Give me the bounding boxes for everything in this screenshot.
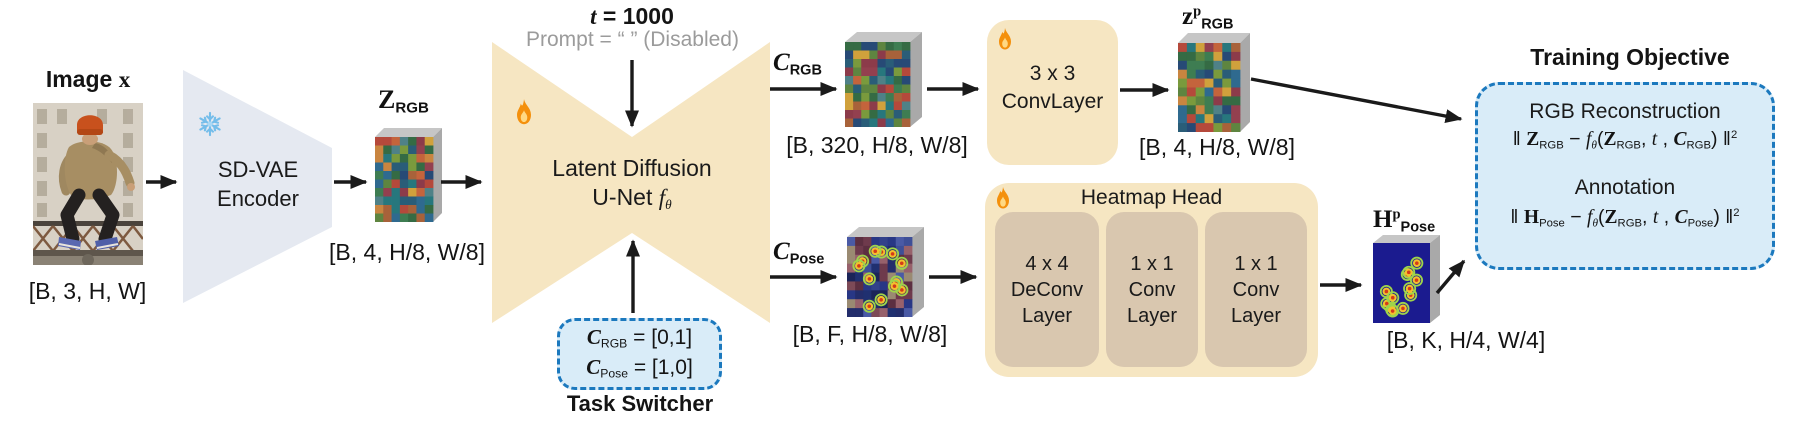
c-rgb-dims: [B, 320, H/8, W/8] <box>786 132 968 158</box>
encoder-label-line1: SD-VAE <box>217 157 299 182</box>
prompt-disabled-label: Prompt = “ ” (Disabled) <box>526 28 739 51</box>
deconv-layer-box: 4 x 4 DeConv Layer <box>995 212 1099 367</box>
task-switcher-row2: CPose = [1,0] <box>586 355 693 381</box>
arrow-h-pose-to-objective <box>1435 259 1466 295</box>
conv1x1-layer-box-2: 1 x 1 Conv Layer <box>1205 212 1307 367</box>
unet-label-line1: Latent Diffusion <box>552 155 712 181</box>
latent-dims: [B, 4, H/8, W/8] <box>329 239 485 265</box>
heatmap-head-title: Heatmap Head <box>1080 186 1223 209</box>
photo-person-on-railing <box>33 103 143 265</box>
snowflake-icon <box>196 110 224 138</box>
h-p-pose-label: HpPose <box>1373 206 1436 236</box>
h-p-pose-dims: [B, K, H/4, W/4] <box>1386 327 1546 353</box>
latent-diffusion-unet <box>492 42 770 323</box>
layer-line: Layer <box>1230 304 1282 327</box>
input-dims: [B, 3, H, W] <box>28 278 147 304</box>
conv-layer-line1: 3 x 3 <box>1029 62 1076 85</box>
task-switcher-row1: CRGB = [0,1] <box>586 325 693 351</box>
z-p-rgb-label: zpRGB <box>1182 3 1234 33</box>
z-p-rgb-cube <box>1178 33 1250 132</box>
annotation-header: Annotation <box>1574 176 1676 199</box>
unet-label-line2: U-Net fθ <box>592 184 672 212</box>
input-image-label: Image x <box>45 66 131 92</box>
c-pose-dims: [B, F, H/8, W/8] <box>792 321 948 347</box>
c-rgb-label: CRGB <box>773 49 822 79</box>
conv1x1-layer-box-1: 1 x 1 Conv Layer <box>1106 212 1198 367</box>
conv-layer-line2: ConvLayer <box>1001 90 1104 113</box>
fire-icon <box>993 27 1017 51</box>
rgb-reconstruction-formula: ‖ ZRGB − fθ(ZRGB, t , CRGB) ‖2 <box>1512 128 1738 152</box>
layer-line: Layer <box>1021 304 1073 327</box>
rgb-reconstruction-header: RGB Reconstruction <box>1529 100 1721 123</box>
task-switcher-caption: Task Switcher <box>566 391 714 416</box>
c-pose-cube <box>847 227 924 317</box>
arrow-z-p-rgb-to-objective <box>1250 77 1463 123</box>
layer-line: Layer <box>1126 304 1178 327</box>
latent-z-rgb-cube <box>375 128 442 222</box>
c-rgb-cube <box>845 32 922 127</box>
layer-line: 4 x 4 <box>1025 252 1069 275</box>
training-objective-box <box>1475 82 1775 270</box>
input-image-photo <box>33 103 143 265</box>
layer-line: DeConv <box>1010 278 1084 301</box>
latent-z-rgb-label: ZRGB <box>378 85 429 117</box>
layer-line: 1 x 1 <box>1130 252 1174 275</box>
annotation-formula: ‖ HPose − fθ(ZRGB, t , CPose) ‖2 <box>1510 206 1740 230</box>
training-objective-title: Training Objective <box>1530 44 1730 70</box>
fire-icon <box>991 186 1015 210</box>
sd-vae-encoder <box>183 70 333 303</box>
layer-line: Conv <box>1128 278 1176 301</box>
h-p-pose-cube <box>1373 235 1440 323</box>
layer-line: 1 x 1 <box>1234 252 1278 275</box>
fire-icon <box>510 98 538 126</box>
c-pose-label: CPose <box>773 238 825 268</box>
person-figure <box>58 115 135 250</box>
task-switcher-box <box>557 318 722 390</box>
encoder-label-line2: Encoder <box>217 186 299 211</box>
z-p-rgb-dims: [B, 4, H/8, W/8] <box>1139 134 1295 160</box>
layer-line: Conv <box>1232 278 1280 301</box>
timestep-label: t = 1000 <box>590 3 674 29</box>
